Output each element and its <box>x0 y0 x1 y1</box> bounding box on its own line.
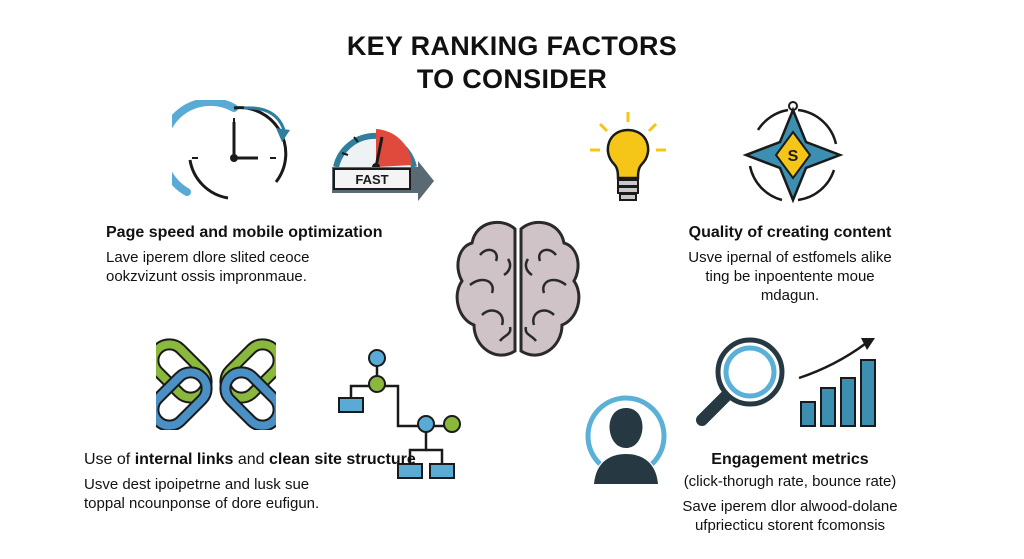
links-factor-text: Usve dest ipoipetrne and lusk sue toppal… <box>84 475 319 513</box>
compass-badge: S <box>788 148 799 165</box>
bar-chart-icon <box>798 338 876 427</box>
gauge-label: FAST <box>355 172 388 187</box>
speed-factor-title: Page speed and mobile optimization <box>106 224 383 241</box>
title-line-1: KEY RANKING FACTORS <box>346 31 678 61</box>
content-text-line-3: mdagun. <box>760 287 820 304</box>
engagement-factor-text: Save iperem dlor alwood-dolane ufpriecti… <box>662 497 918 535</box>
links-title-bold-2: clean site structure <box>268 451 416 468</box>
content-text-line-1: Usve ipernal of estfomels alike <box>688 249 892 266</box>
engagement-text-line-2: ufpriecticu storent fcomonsis <box>694 517 886 534</box>
page-title: KEY RANKING FACTORS TO CONSIDER <box>262 30 762 96</box>
speed-text-line-1: Lave iperem dlore slited ceoce <box>106 249 310 266</box>
clock-icon <box>172 100 290 200</box>
speed-text-line-2: ookzvizunt ossis impronmaue. <box>106 268 307 285</box>
title-line-2: TO CONSIDER <box>416 64 608 94</box>
links-title-part-1: Use of <box>84 451 135 468</box>
lightbulb-icon <box>590 112 666 201</box>
engagement-factor-title: Engagement metrics <box>711 451 869 468</box>
chain-link-icon <box>156 338 276 430</box>
speedometer-icon: FAST <box>332 129 434 201</box>
links-text-line-1: Usve dest ipoipetrne and lusk sue <box>84 476 310 493</box>
engagement-text-line-1: Save iperem dlor alwood-dolane <box>682 498 898 515</box>
links-title-bold-1: internal links <box>134 451 234 468</box>
user-avatar-icon <box>585 395 667 484</box>
content-factor-text: Usve ipernal of estfomels alike ting be … <box>660 248 920 305</box>
content-factor-title: Quality of creating content <box>688 224 892 241</box>
compass-star-icon: S <box>742 101 844 204</box>
links-title-part-2: and <box>233 451 269 468</box>
speed-factor-text: Lave iperem dlore slited ceoce ookzvizun… <box>106 248 309 286</box>
links-factor-title: Use of internal links and clean site str… <box>84 451 416 469</box>
site-structure-icon <box>338 349 461 479</box>
links-text-line-2: toppal ncounponse of dore eufigun. <box>84 495 320 512</box>
content-text-line-2: ting be inpoentente moue <box>705 268 875 285</box>
brain-icon <box>455 220 581 357</box>
magnifier-icon <box>696 337 785 426</box>
engagement-factor-subtitle: (click-thorugh rate, bounce rate) <box>683 473 897 490</box>
